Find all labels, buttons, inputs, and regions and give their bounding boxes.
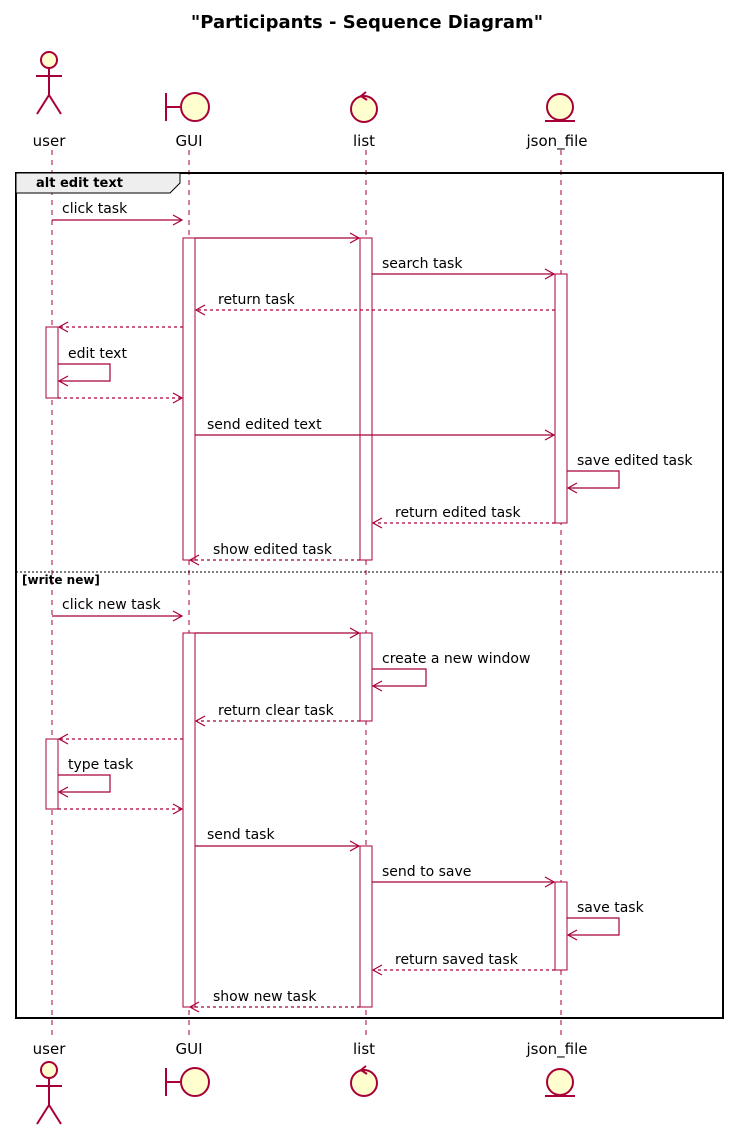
arrowhead [566, 482, 578, 494]
activation-gui-1 [182, 237, 196, 561]
entity-icon [545, 93, 575, 122]
arrowhead [349, 232, 361, 244]
fragment-label: alt edit text [36, 176, 123, 191]
activation-user-1 [45, 326, 59, 399]
fragment-frame [15, 172, 724, 1019]
message-label: send edited text [207, 417, 322, 433]
arrowhead [188, 1001, 200, 1013]
arrowhead [371, 680, 383, 692]
message-arrow [58, 363, 111, 382]
entity-icon [545, 1068, 575, 1097]
arrowhead [57, 786, 69, 798]
boundary-icon [165, 1067, 210, 1097]
message-label: save task [577, 900, 645, 916]
actor-icon [36, 51, 62, 115]
control-icon [350, 91, 378, 123]
activation-user-2 [45, 738, 59, 810]
message-label: create a new window [382, 651, 530, 667]
message-label: save edited task [577, 453, 693, 469]
activation-list-2 [359, 632, 373, 722]
participant-label-json-file-bottom: json_file [525, 1040, 587, 1059]
activation-list-1 [359, 237, 373, 561]
arrowhead [544, 876, 556, 888]
participant-label-list: list [353, 132, 375, 150]
message-label: click task [62, 201, 128, 217]
alt-fragment: alt edit text [write new] [15, 172, 724, 1019]
arrowhead [172, 610, 184, 622]
message-label: return saved task [395, 952, 519, 968]
message-label: type task [68, 757, 134, 773]
activation-json-file-1 [554, 273, 568, 524]
boundary-icon [165, 92, 210, 122]
arrowhead [194, 304, 206, 316]
participant-label-list-bottom: list [353, 1040, 375, 1058]
message-label: return clear task [218, 703, 335, 719]
activation-list-3 [359, 845, 373, 1008]
arrowhead [349, 627, 361, 639]
message-label: click new task [62, 597, 161, 613]
arrowhead [371, 964, 383, 976]
arrowhead [194, 715, 206, 727]
participant-label-gui: GUI [175, 132, 202, 150]
participant-heads-bottom: user GUI list json_file [33, 1040, 588, 1125]
message-arrow [58, 774, 111, 793]
message-label: search task [382, 256, 463, 272]
messages: click task search task return task edit … [52, 201, 693, 1013]
participant-label-json-file: json_file [525, 132, 587, 151]
arrowhead [566, 929, 578, 941]
message-arrow [567, 917, 620, 936]
arrowhead [544, 268, 556, 280]
message-label: return edited task [395, 505, 521, 521]
arrowhead [57, 375, 69, 387]
arrowhead [349, 840, 361, 852]
participant-label-user: user [33, 132, 67, 150]
participant-heads-top: user GUI list json_file [33, 51, 588, 151]
arrowhead [172, 214, 184, 226]
actor-icon [36, 1061, 62, 1125]
message-label: return task [218, 292, 296, 308]
message-arrow [372, 668, 427, 687]
diagram-title: "Participants - Sequence Diagram" [191, 12, 543, 33]
fragment-tab [15, 172, 181, 194]
activation-json-file-2 [554, 881, 568, 971]
arrowhead [57, 733, 69, 745]
activation-gui-2 [182, 632, 196, 1008]
arrowhead [172, 392, 184, 404]
participant-label-gui-bottom: GUI [175, 1040, 202, 1058]
fragment-else-label: [write new] [22, 573, 100, 587]
message-label: edit text [68, 346, 127, 362]
message-label: show new task [213, 989, 317, 1005]
control-icon [350, 1065, 378, 1097]
message-label: show edited task [213, 542, 333, 558]
lifelines [51, 150, 562, 1038]
participant-label-user-bottom: user [33, 1040, 67, 1058]
message-label: send to save [382, 864, 471, 880]
arrowhead [172, 803, 184, 815]
arrowhead [57, 321, 69, 333]
message-arrow [567, 470, 620, 489]
arrowhead [371, 517, 383, 529]
arrowhead [188, 554, 200, 566]
message-label: send task [207, 827, 275, 843]
arrowhead [544, 429, 556, 441]
